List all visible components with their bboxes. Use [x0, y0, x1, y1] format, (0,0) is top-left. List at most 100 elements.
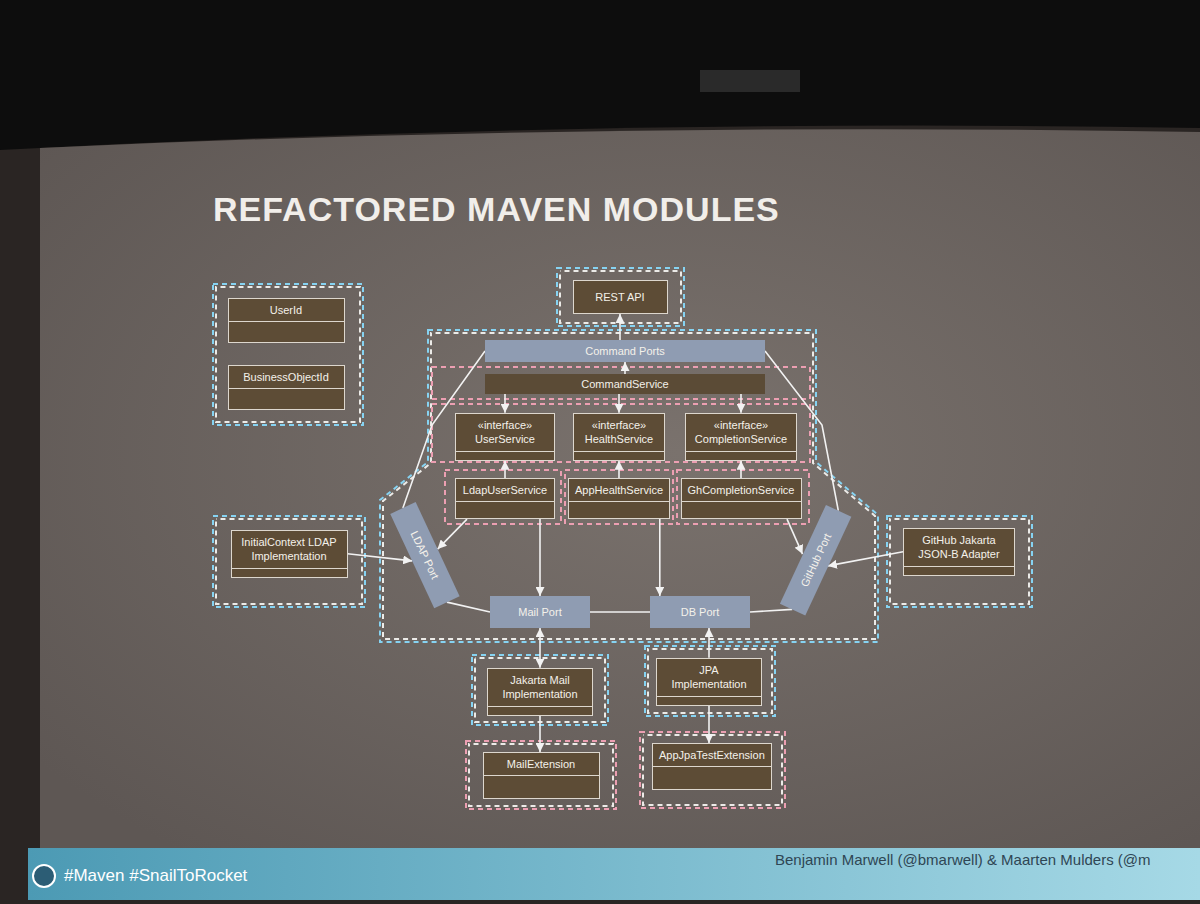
node-text-block: «interface»HealthService — [574, 414, 664, 451]
module-box: REST API — [573, 280, 668, 314]
module-outline — [648, 649, 772, 713]
node-label: «interface» — [580, 418, 658, 432]
node-label: «interface» — [462, 418, 548, 432]
node-label: JPA Implementation — [663, 663, 755, 692]
module-outline — [475, 658, 605, 722]
boundary-line — [447, 602, 490, 612]
dependency-arrow — [624, 362, 626, 374]
module-outline — [469, 744, 613, 806]
node-label: InitialContext LDAP Implementation — [239, 535, 339, 564]
author-text: Benjamin Marwell (@bmarwell) & Maarten M… — [775, 851, 1151, 868]
class-compartment — [484, 775, 599, 798]
node-text-block: UserId — [229, 299, 344, 321]
node-label: GitHub Port — [797, 531, 834, 589]
node-label: UserService — [462, 432, 548, 446]
node-label: UserId — [235, 303, 338, 317]
node-text-block: «interface»CompletionService — [686, 414, 796, 451]
class-compartment — [686, 451, 796, 460]
node-text-block: GitHub Port — [797, 531, 834, 589]
node-text-block: AppHealthService — [569, 479, 669, 501]
class-box: AppJpaTestExtension — [652, 743, 772, 790]
node-text-block: «interface»UserService — [456, 414, 554, 451]
class-compartment — [653, 766, 771, 789]
node-label: HealthService — [580, 432, 658, 446]
class-box: LdapUserService — [455, 478, 555, 519]
module-outline — [445, 470, 561, 524]
node-text-block: JPA Implementation — [657, 659, 761, 696]
module-outline — [643, 735, 782, 805]
module-outline — [216, 519, 362, 604]
node-text-block: BusinessObjectId — [229, 366, 344, 388]
node-label: «interface» — [692, 418, 790, 432]
node-text-block: Mail Port — [510, 605, 569, 619]
class-box: InitialContext LDAP Implementation — [231, 530, 348, 578]
dependency-arrow — [828, 552, 903, 566]
class-compartment — [904, 566, 1014, 575]
interface-box: «interface»CompletionService — [685, 413, 797, 461]
dependency-arrow — [504, 461, 506, 478]
module-outline — [213, 516, 365, 607]
module-outline — [565, 470, 673, 524]
class-box: UserId — [228, 298, 345, 343]
node-label: CommandService — [581, 377, 668, 391]
class-box: GitHub Jakarta JSON-B Adapter — [903, 528, 1015, 576]
dependency-arrow — [539, 519, 541, 596]
class-compartment — [456, 451, 554, 460]
node-text-block: Command Ports — [577, 344, 672, 358]
dependency-arrow — [618, 394, 620, 413]
module-outline — [216, 287, 360, 422]
hashtag-text: #Maven #SnailToRocket — [64, 866, 247, 886]
node-label: LdapUserService — [462, 483, 548, 497]
dependency-arrow — [618, 461, 620, 478]
node-label: Command Ports — [585, 344, 664, 358]
class-compartment — [682, 501, 801, 518]
class-compartment — [488, 706, 592, 715]
node-label: BusinessObjectId — [235, 370, 338, 384]
module-outline — [213, 284, 363, 425]
class-compartment — [232, 568, 347, 577]
module-outline — [887, 516, 1032, 607]
node-text-block: GitHub Jakarta JSON-B Adapter — [905, 529, 1013, 566]
module-outline — [640, 732, 785, 808]
node-label: LDAP Port — [407, 529, 442, 582]
node-label: CompletionService — [692, 432, 790, 446]
class-compartment — [657, 696, 761, 705]
slide-title: REFACTORED MAVEN MODULES — [213, 190, 780, 229]
module-outline — [432, 404, 810, 462]
node-text-block: DB Port — [673, 605, 728, 619]
module-outlines — [213, 268, 1032, 809]
class-box: Jakarta Mail Implementation — [487, 668, 593, 716]
dependency-arrow — [708, 628, 710, 658]
dependency-arrow — [539, 716, 541, 752]
node-label: AppJpaTestExtension — [659, 748, 765, 762]
node-label: REST API — [584, 290, 657, 304]
class-box: JPA Implementation — [656, 658, 762, 706]
node-text-block: Jakarta Mail Implementation — [488, 669, 592, 706]
footer-bar — [28, 848, 1200, 900]
node-text-block: CommandService — [573, 377, 676, 391]
dependency-arrow — [348, 554, 413, 561]
node-text-block: LDAP Port — [407, 529, 442, 582]
dependency-arrow — [659, 519, 661, 596]
module-outline — [380, 330, 878, 642]
module-outline — [645, 646, 775, 716]
dependency-arrow — [740, 461, 742, 478]
interface-box: «interface»HealthService — [573, 413, 665, 461]
interface-box: «interface»UserService — [455, 413, 555, 461]
node-label: AppHealthService — [575, 483, 663, 497]
node-label: Mail Port — [518, 605, 561, 619]
node-label: GhCompletionService — [688, 483, 795, 497]
node-text-block: GhCompletionService — [682, 479, 801, 501]
class-compartment — [574, 451, 664, 460]
port-band: Command Ports — [485, 340, 765, 362]
port-band: DB Port — [650, 596, 750, 628]
node-text-block: REST API — [574, 281, 667, 313]
dependency-arrow — [708, 706, 710, 743]
dependency-arrow — [787, 519, 803, 554]
dependency-arrow — [539, 628, 541, 668]
node-text-block: MailExtension — [484, 753, 599, 775]
slide — [40, 129, 1200, 848]
